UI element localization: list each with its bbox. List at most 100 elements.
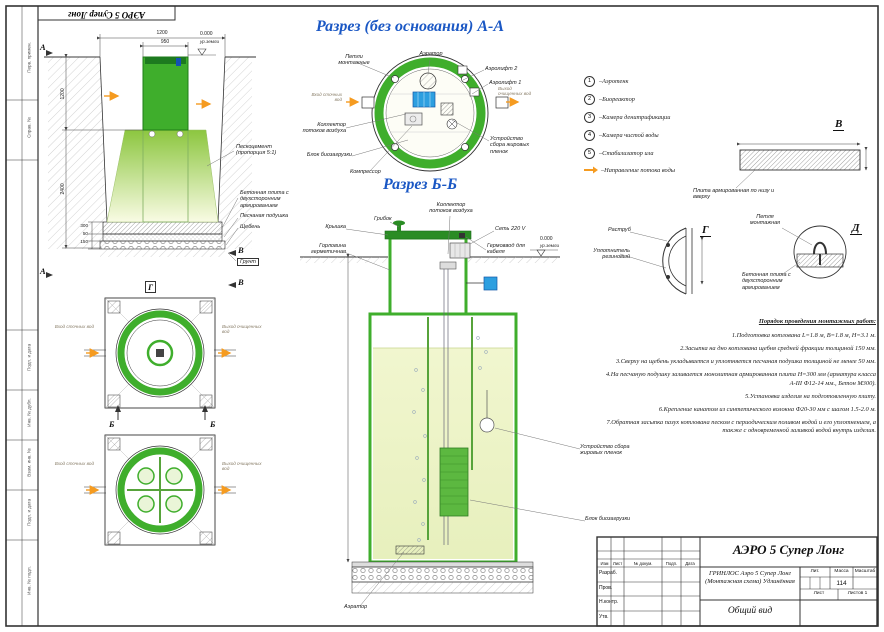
label-concrete-plate: Бетонная плита с двухсторонним армирован… xyxy=(240,190,289,209)
legend-item: 3 –Камера денитрификации xyxy=(584,112,675,123)
label-mount-loops: Петли монтажные xyxy=(338,54,370,67)
note-item-6: 6.Крепление канатом из синтетического во… xyxy=(658,405,876,413)
note-item-5: 5.Установка изделия на подготовленную пл… xyxy=(745,392,876,400)
dim-tank-width: 950 xyxy=(160,39,170,45)
legend-flow-label: –Направление потока воды xyxy=(601,166,676,174)
detail-d xyxy=(779,225,847,279)
tb-description: ГРИНЛОС Аэро 5 Супер Лонг (Монтажная схе… xyxy=(705,570,795,586)
sheet-frame xyxy=(5,5,879,627)
label-aerator-aa: Аэратор xyxy=(419,51,443,57)
label-sealed-neck: Горловина герметичная xyxy=(311,243,346,256)
label-peskocement: Пескоцемент (пропорция 5:1) xyxy=(236,144,277,157)
legend-flow-item: –Направление потока воды xyxy=(584,166,675,174)
dim-pit-width: 1200 xyxy=(156,30,168,36)
legend-num-2: 2 xyxy=(584,94,595,105)
tb-mass-value: 114 xyxy=(836,580,847,587)
detail-mark-g: Г xyxy=(145,281,157,293)
bb-level-zero: 0.000 xyxy=(540,236,553,242)
title-block-grid xyxy=(596,536,878,627)
plan2-inlet-label: Вход сточных вод xyxy=(54,461,94,466)
tb-row-razrab: Разраб. xyxy=(599,570,618,576)
legend-num-4: 4 xyxy=(584,130,595,141)
legend-label-4: –Камера чистой воды xyxy=(599,132,659,139)
label-lid: Крышка xyxy=(325,224,346,230)
legend-label-2: –Биореактор xyxy=(599,96,635,103)
section-bb-title: Разрез Б-Б xyxy=(383,176,458,193)
strip-inv-podl: Инв. № подл. xyxy=(26,566,32,595)
label-air-collector-bb: Коллектор потоков воздуха xyxy=(429,202,473,215)
section-mark-b-right: Б xyxy=(210,419,216,429)
detail-v xyxy=(735,142,868,189)
label-aerator-bb: Аэратор xyxy=(344,604,368,610)
strip-perv-primen: Перв. примен. xyxy=(26,42,32,73)
detail-g-letter: Г xyxy=(700,224,711,237)
label-cable-gland: Гермоввод для кабеля xyxy=(487,243,525,256)
detail-d-letter: Д xyxy=(850,222,862,235)
legend-label-3: –Камера денитрификации xyxy=(599,114,671,121)
strip-podp-data-2: Подп. и дата xyxy=(26,498,32,527)
detail-g xyxy=(619,227,704,295)
label-compressor-aa: Компрессор xyxy=(350,169,381,175)
section-mark-a-top: А xyxy=(40,42,46,52)
tb-row-nkontr: Н.контр. xyxy=(599,599,619,605)
dim-body-height: 2400 xyxy=(60,183,67,195)
plan-view-bottom xyxy=(84,434,236,546)
label-bioblock-aa: Блок биозагрузки xyxy=(306,152,352,158)
label-mount-loop-d: Петля монтажная xyxy=(749,214,781,227)
tb-lit-header: Лит. xyxy=(810,569,820,574)
plan-view-top xyxy=(84,297,236,420)
label-concrete-plate-d: Бетонная плита с двухсторонним армирован… xyxy=(742,272,791,291)
view-mark-v-top: В xyxy=(238,245,244,255)
label-fat-collector-bb: Устройство сбора жировых пленок xyxy=(580,444,630,457)
label-rubber-seal: Уплотнитель резиновый xyxy=(593,248,630,261)
label-bioblock-bb: Блок биозагрузки xyxy=(585,516,631,522)
aa-outlet-label: Выход очищенных вод xyxy=(498,86,532,97)
legend-label-1: –Аэротенк xyxy=(599,78,629,85)
plan1-inlet-label: Вход сточных вод xyxy=(54,324,94,329)
legend-item: 5 –Стабилизатор ила xyxy=(584,148,675,159)
label-soil: Грунт xyxy=(237,258,259,267)
note-item-4: 4.На песчаную подушку заливается монолит… xyxy=(605,371,876,387)
tb-sheets-label: Листов 1 xyxy=(847,591,868,596)
tb-row-prov: Пров. xyxy=(599,585,613,591)
label-airlift2: Аэролифт 2 xyxy=(485,66,518,72)
section-aa-title: Разрез (без основания) А-А xyxy=(316,18,505,35)
note-item-3: 3.Сверху на щебень укладывается и уплотн… xyxy=(615,358,876,366)
legend-num-5: 5 xyxy=(584,148,595,159)
tb-h-list: Лист xyxy=(612,561,623,566)
label-fat-collector-aa: Устройство сбора жировых пленок xyxy=(490,136,530,155)
note-item-7: 7.Обратная засыпка пазух котлована песко… xyxy=(606,418,876,435)
legend-label-5: –Стабилизатор ила xyxy=(599,150,654,157)
bb-level-ground: ур.земли xyxy=(540,243,560,248)
legend-item: 1–Аэротенк xyxy=(584,76,675,87)
aa-inlet-label: Вход сточных вод xyxy=(311,92,342,103)
level-ground-label: ур.земли xyxy=(200,39,220,44)
label-power-220v: Сеть 220 V xyxy=(495,226,526,232)
dim-plate: 300 xyxy=(80,223,88,228)
tb-h-izm: Изм xyxy=(600,561,609,566)
level-zero: 0.000 xyxy=(200,31,213,37)
plan2-outlet-label: Выход очищенных вод xyxy=(222,461,262,472)
tb-sheet-label: Лист xyxy=(813,591,825,596)
dim-sand: 50 xyxy=(82,231,88,236)
tb-product-name: АЭРО 5 Супер Лонг xyxy=(732,542,845,557)
left-elevation xyxy=(44,34,256,288)
note-item-1: 1.Подготовка котлована L=1.8 м, В=1.8 м,… xyxy=(731,332,876,340)
legend: 1–Аэротенк 2 –Биореактор 3 –Камера денитри… xyxy=(584,76,675,181)
label-armored-plate: Плита армированная по низу и вверху xyxy=(693,188,775,201)
label-air-collector-aa: Коллектор потоков воздуха xyxy=(302,122,346,135)
corner-stamp: АЭРО 5 Супер Лонг xyxy=(67,10,146,20)
strip-sprav: Справ. № xyxy=(26,117,32,138)
detail-v-letter: В xyxy=(833,118,845,131)
tb-h-doc: № докум. xyxy=(633,561,653,566)
view-mark-v-bottom: В xyxy=(238,277,244,287)
note-item-2: 2.Засыпка на дно котлована щебня средней… xyxy=(680,345,876,353)
tb-h-data: Дата xyxy=(685,561,695,566)
dim-neck-height: 1200 xyxy=(60,88,67,100)
label-rastrub: Раструб xyxy=(608,227,631,233)
notes-title: Порядок проведения монтажных работ: xyxy=(758,318,876,325)
legend-num-3: 3 xyxy=(584,112,595,123)
flow-arrow-icon xyxy=(584,166,598,174)
